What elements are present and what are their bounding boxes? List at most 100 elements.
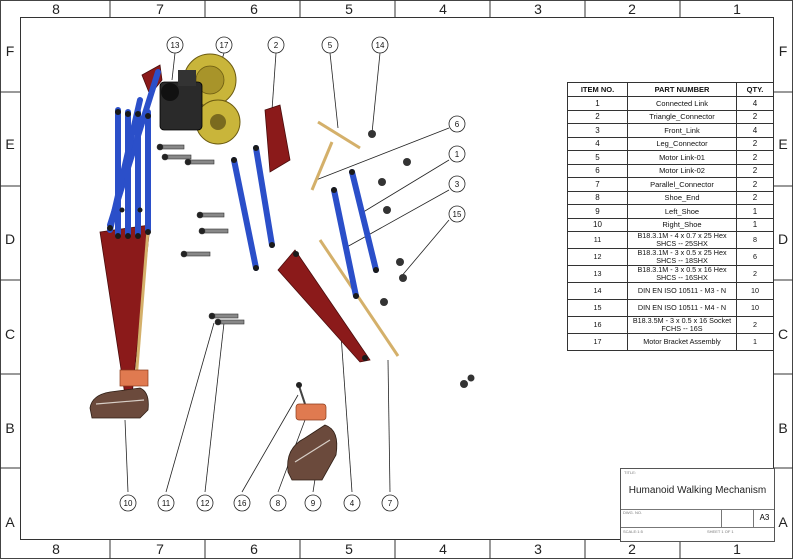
- bom-item: 2: [567, 109, 628, 124]
- bom-qty: 2: [736, 177, 774, 192]
- bom-part: Motor Link-02: [627, 163, 737, 178]
- bom-part: B18.3.1M - 4 x 0.7 x 25 Hex SHCS -- 25SH…: [627, 231, 737, 249]
- bom-part: B18.3.1M - 3 x 0.5 x 25 Hex SHCS -- 18SH…: [627, 248, 737, 266]
- bom-qty: 4: [736, 123, 774, 138]
- zone-col-8-bottom: 8: [52, 541, 60, 557]
- bom-part: Motor Link-01: [627, 150, 737, 165]
- balloon-5: 5: [328, 41, 333, 50]
- balloon-16: 16: [238, 499, 247, 508]
- bom-qty: 2: [736, 150, 774, 165]
- bom-part: Connected Link: [627, 96, 737, 111]
- bom-qty: 2: [736, 136, 774, 151]
- balloon-17: 17: [220, 41, 229, 50]
- motor-bracket-assembly: [159, 53, 241, 145]
- zone-col-3-top: 3: [534, 1, 542, 17]
- balloon-2: 2: [274, 41, 279, 50]
- zone-col-6-top: 6: [250, 1, 258, 17]
- bom-item: 10: [567, 217, 628, 232]
- zone-col-4-bottom: 4: [439, 541, 447, 557]
- bom-item: 1: [567, 96, 628, 111]
- zone-row-B-left: B: [5, 420, 15, 436]
- zone-row-A-left: A: [5, 514, 15, 530]
- bom-item: 6: [567, 163, 628, 178]
- bom-qty: 1: [736, 333, 774, 351]
- zone-row-D-right: D: [777, 231, 789, 247]
- zone-col-5-bottom: 5: [345, 541, 353, 557]
- bom-qty: 4: [736, 96, 774, 111]
- bom-part: Left_Shoe: [627, 204, 737, 219]
- bom-part: Motor Bracket Assembly: [627, 333, 737, 351]
- sheet-size: A3: [753, 509, 775, 527]
- balloon-circles: [119, 36, 466, 512]
- zone-col-4-top: 4: [439, 1, 447, 17]
- bom-item: 7: [567, 177, 628, 192]
- zone-col-8-top: 8: [52, 1, 60, 17]
- zone-col-1-top: 1: [733, 1, 741, 17]
- bom-qty: 2: [736, 163, 774, 178]
- zone-col-3-bottom: 3: [534, 541, 542, 557]
- rev-cell: [721, 510, 754, 527]
- bom-item: 17: [567, 333, 628, 351]
- bom-header-row: ITEM NO. PART NUMBER QTY.: [567, 82, 774, 97]
- zone-row-B-right: B: [778, 420, 788, 436]
- zone-row-E-right: E: [778, 136, 788, 152]
- scale-caption: SCALE:1:5: [623, 529, 643, 534]
- left-shoe-assembly: [287, 382, 338, 481]
- zone-row-C-right: C: [777, 326, 789, 342]
- drawing-title: Humanoid Walking Mechanism: [628, 485, 767, 496]
- bom-qty: 1: [736, 204, 774, 219]
- balloon-1: 1: [455, 150, 460, 159]
- zone-row-D-left: D: [4, 231, 16, 247]
- bom-part: B18.3.1M - 3 x 0.5 x 16 Hex SHCS -- 16SH…: [627, 265, 737, 283]
- zone-row-F-right: F: [778, 43, 788, 59]
- zone-col-7-bottom: 7: [156, 541, 164, 557]
- balloon-6: 6: [455, 120, 460, 129]
- zone-col-2-bottom: 2: [628, 541, 636, 557]
- bom-item: 5: [567, 150, 628, 165]
- title-block-row-scale: [621, 527, 774, 541]
- zone-col-1-bottom: 1: [733, 541, 741, 557]
- bom-part: Parallel_Connector: [627, 177, 737, 192]
- title-block-row-dwg: [621, 509, 774, 528]
- balloon-9: 9: [311, 499, 316, 508]
- bom-item: 8: [567, 190, 628, 205]
- zone-row-F-left: F: [5, 43, 15, 59]
- balloon-10: 10: [124, 499, 133, 508]
- balloon-4: 4: [350, 499, 355, 508]
- bom-part: Shoe_End: [627, 190, 737, 205]
- bom-qty: 6: [736, 248, 774, 266]
- bom-item: 16: [567, 316, 628, 334]
- bom-part: Right_Shoe: [627, 217, 737, 232]
- bom-item: 11: [567, 231, 628, 249]
- title-block: TITLE: Humanoid Walking Mechanism DWG. N…: [620, 468, 775, 542]
- bom-item: 15: [567, 299, 628, 317]
- bom-item: 3: [567, 123, 628, 138]
- title-caption: TITLE:: [624, 470, 637, 475]
- bom-qty: 10: [736, 299, 774, 317]
- middle-links: [231, 104, 400, 357]
- zone-col-7-top: 7: [156, 1, 164, 17]
- zone-row-C-left: C: [4, 326, 16, 342]
- bom-item: 12: [567, 248, 628, 266]
- bom-item: 14: [567, 282, 628, 300]
- bom-header-item: ITEM NO.: [567, 82, 628, 97]
- right-links: [277, 169, 379, 363]
- zone-col-2-top: 2: [628, 1, 636, 17]
- balloon-15: 15: [453, 210, 462, 219]
- nuts-right: [368, 130, 475, 388]
- bom-part: Front_Link: [627, 123, 737, 138]
- bom-qty: 2: [736, 109, 774, 124]
